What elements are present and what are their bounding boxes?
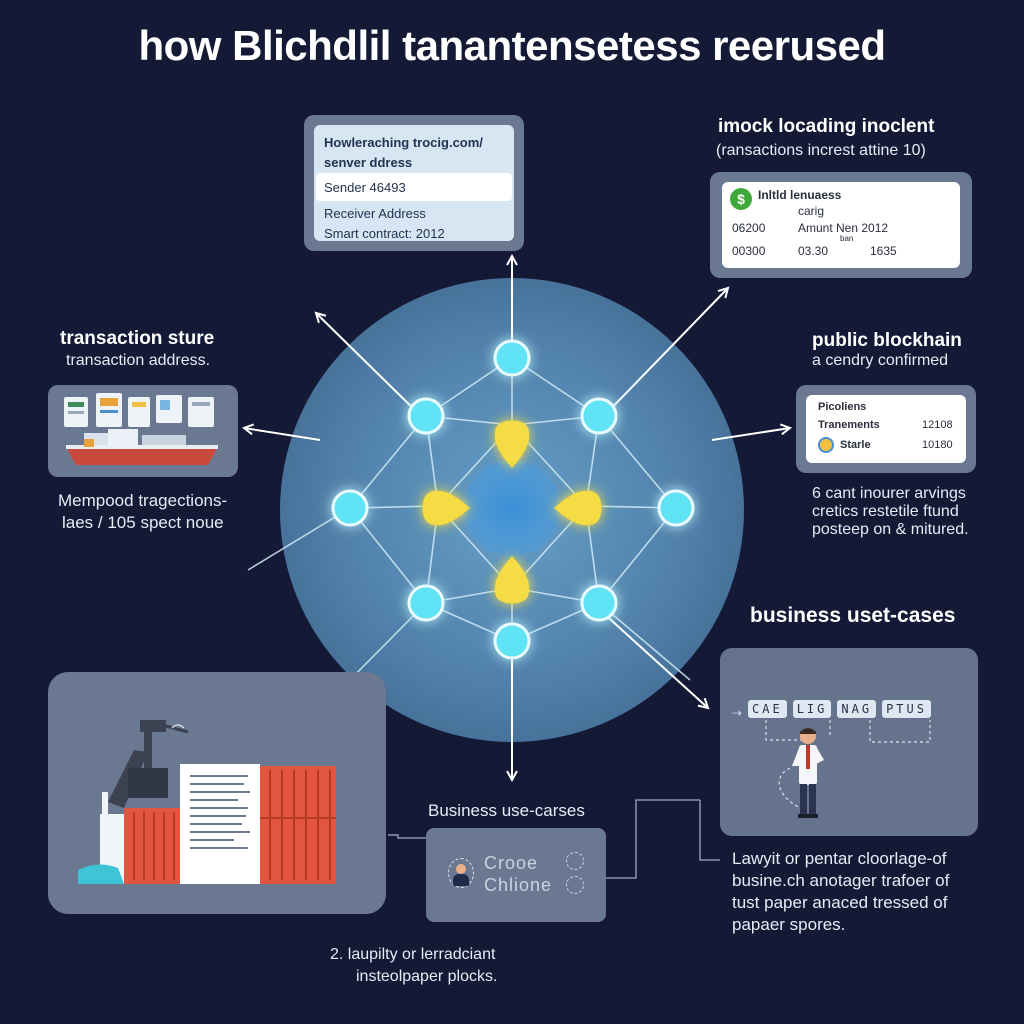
business-use-cases-label: Business use-carses <box>428 801 585 820</box>
ledger-r1c2: Amunt Nen 2012 <box>798 221 889 235</box>
business-caption-3: tust paper anaced tressed of <box>732 893 948 912</box>
arrow-left <box>244 428 321 441</box>
ledger-r2c1: 00300 <box>732 244 766 258</box>
bottom-caption-2: insteolpaper plocks. <box>356 968 498 985</box>
chain-row-3-value: 10180 <box>922 439 953 451</box>
cargo-ship-illustration <box>64 393 218 465</box>
ledger-label-1: Inltld lenuaess <box>758 188 842 202</box>
arrow-right <box>711 428 790 441</box>
phone-card: Crooe Chlione <box>426 828 606 922</box>
coin-icon <box>818 437 834 453</box>
drop-bottom <box>494 556 530 604</box>
node-lower-left <box>407 584 445 622</box>
mempool-caption-1: Mempood tragections- <box>58 491 228 510</box>
mempool-caption-2: laes / 105 spect noue <box>62 513 224 532</box>
business-heading: business uset-cases <box>750 604 956 627</box>
dollar-icon: $ <box>730 188 752 210</box>
node-right <box>657 489 695 527</box>
business-caption-1: Lawyit or pentar cloorlage-of <box>732 849 947 868</box>
chain-row-2: Tranements <box>818 419 880 431</box>
address-card: Howleraching trocig.com/ senver ddress S… <box>304 115 524 251</box>
ledger-card: $ Inltld lenuaess carig 06200 Amunt Nen … <box>710 172 972 278</box>
chain-row-1: Picoliens <box>818 401 867 413</box>
node-upper-left <box>407 397 445 435</box>
ledger-label-2: carig <box>798 204 825 218</box>
ledger-subheading: (ransactions increst attine 10) <box>716 142 926 159</box>
node-upper-right <box>580 397 618 435</box>
blockchain-caption-2: cretics restetile ftund <box>812 503 959 520</box>
public-blockchain-subheading: a cendry confirmed <box>812 352 949 369</box>
ledger-r1c1: 06200 <box>732 221 766 235</box>
business-person-card: ⇢ CAE LIG NAG PTUS <box>720 648 978 836</box>
token-4: PTUS <box>882 700 931 718</box>
network-nodes <box>331 339 695 660</box>
cargo-ship-card <box>48 385 238 477</box>
ledger-r2c3: 1635 <box>870 244 897 258</box>
network-core <box>464 460 560 556</box>
ledger-heading: imock locading inoclent <box>718 116 935 137</box>
blockchain-card: Picoliens Tranements 12108 Starle 10180 <box>796 385 976 473</box>
drop-left <box>422 490 470 526</box>
drop-top <box>494 420 530 468</box>
arrow-icon: ⇢ <box>732 706 743 720</box>
business-caption-2: busine.ch anotager trafoer of <box>732 871 950 890</box>
blockchain-caption-1: 6 cant inourer arvings <box>812 485 966 502</box>
sender-field: Sender 46493 <box>324 180 406 195</box>
person-icon <box>448 858 474 888</box>
address-url: Howleraching trocig.com/ <box>324 135 483 150</box>
ledger-tiny: ban <box>840 234 854 243</box>
token-3: NAG <box>837 700 877 718</box>
businessman-illustration <box>765 720 931 818</box>
phone-card-text: Crooe Chlione <box>484 853 553 895</box>
connectors <box>388 799 720 879</box>
token-1: CAE <box>748 700 787 718</box>
circle-icon <box>566 852 584 870</box>
chain-row-2-value: 12108 <box>922 419 953 431</box>
public-blockchain-heading: public blockhain <box>812 330 962 351</box>
node-lower-right <box>580 584 618 622</box>
transaction-subheading: transaction address. <box>66 352 211 369</box>
transaction-heading: transaction sture <box>60 328 215 349</box>
arrows <box>244 256 790 780</box>
token-2: LIG <box>792 700 832 718</box>
sender-highlight <box>316 173 512 201</box>
token-strip: CAE LIG NAG PTUS <box>748 700 931 718</box>
ledger-r2c2: 03.30 <box>798 244 829 258</box>
arrow-up-left <box>316 313 426 421</box>
node-bottom <box>493 622 531 660</box>
circle-icon-2 <box>566 876 584 894</box>
business-caption-4: papaer spores. <box>732 915 846 934</box>
port-card <box>48 672 386 914</box>
arrow-up-right <box>599 288 728 421</box>
chain-row-3: Starle <box>840 439 871 451</box>
node-left <box>331 489 369 527</box>
node-top <box>493 339 531 377</box>
contract-field: Smart contract: 2012 <box>324 226 445 241</box>
drop-markers <box>422 420 602 604</box>
port-illustration <box>78 720 336 884</box>
bottom-caption-1: 2. laupilty or lerradciant <box>330 946 496 963</box>
address-label: senver ddress <box>324 155 413 170</box>
blockchain-caption-3: posteep on & mitured. <box>812 521 969 538</box>
receiver-field: Receiver Address <box>324 206 426 221</box>
page-title: how Blichdlil tanantensetess reerused <box>138 22 886 69</box>
arrow-down-right <box>599 609 708 708</box>
drop-right <box>554 490 602 526</box>
